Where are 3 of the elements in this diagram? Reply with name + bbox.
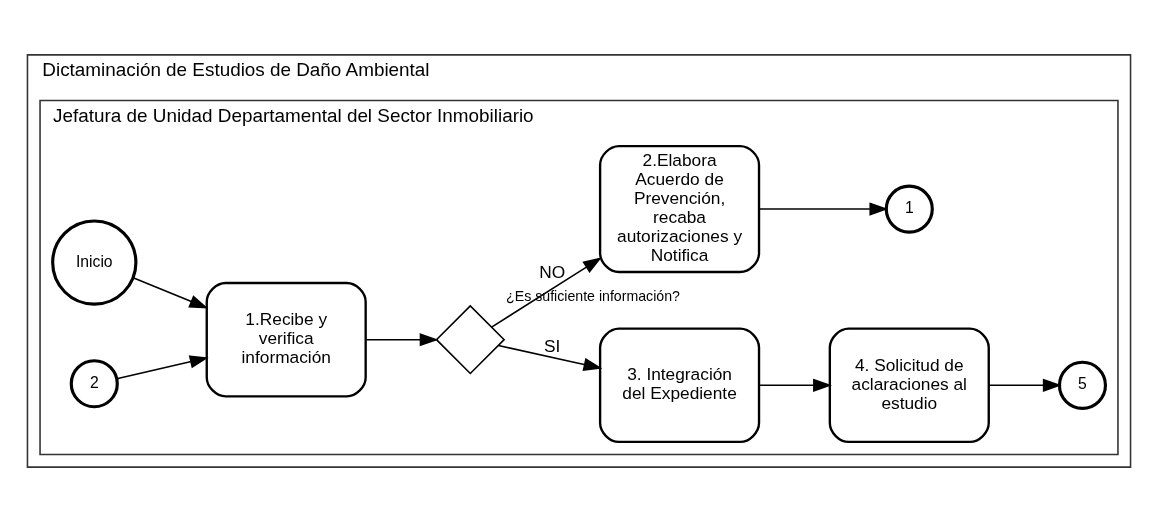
- edge-label: NO: [539, 261, 566, 282]
- node-label: ¿Es suficiente información?: [506, 288, 680, 305]
- edge-label: SI: [543, 335, 561, 356]
